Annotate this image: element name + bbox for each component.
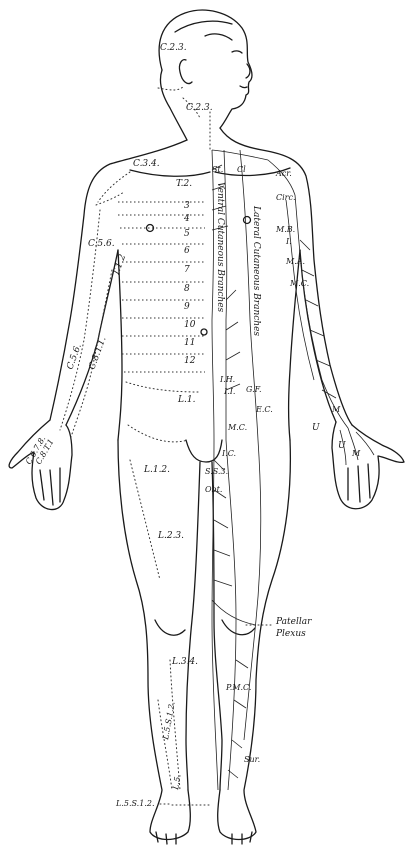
rib-number-6: 6 [184,246,190,256]
rib-number-11: 11 [184,338,195,348]
rib-number-4: 4 [183,214,190,224]
label-l23: L.2.3. [157,531,184,541]
label-l34: L.3.4. [171,657,198,667]
body-outline [8,9,405,845]
label-m2: M [351,449,361,458]
label-c34: C.3.4. [133,159,160,169]
label-c23-head: C.2.3. [160,43,187,53]
label-ic: I.C. [221,449,236,458]
label-l1: L.1. [177,395,196,405]
label-m-hand: M [331,405,341,414]
label-u1: U [312,423,320,433]
label-lateral-cutaneous: Lateral Cutaneous Branches [251,205,261,336]
label-obt: Obt. [205,485,222,494]
label-c56-arm: C.5.6. [88,239,115,249]
rib-numbers: 3 4 5 6 7 8 9 10 11 12 [183,201,196,366]
dermatome-boundaries [59,85,211,806]
label-l5: L.5. [171,774,183,792]
label-mb: M.B. [275,225,295,234]
label-mc-arm: M.C. [289,279,309,288]
label-acr: Acr. [275,169,292,178]
rib-number-9: 9 [184,302,190,312]
label-ih: I.H. [219,375,235,384]
label-ii: I.I. [223,387,235,396]
label-circ: Circ. [276,193,296,202]
label-ec: E.C. [255,405,273,414]
label-cl: Cl [237,165,246,174]
label-t2: T.2. [176,179,192,189]
label-patellar1: Patellar [275,617,312,627]
label-pmc: P.M.C. [225,683,251,692]
rib-number-12: 12 [184,356,196,366]
label-anterior-cutaneous: Ventral Cutaneous Branches [215,182,225,313]
label-i: I. [285,237,292,246]
label-ma: M.A. [285,257,305,266]
label-ss3: S.S.3. [205,467,228,476]
rib-number-10: 10 [184,320,196,330]
label-mc-thigh: M.C. [227,423,247,432]
label-gf: G.F. [246,385,262,394]
label-u2: U [338,441,346,451]
label-c56-forearm: C.5.6. [65,342,84,371]
label-l12: L.1.2. [143,465,170,475]
rib-number-7: 7 [184,265,190,275]
label-st: St. [212,165,223,174]
rib-number-8: 8 [184,284,190,294]
label-c23-neck: C.2.3. [186,103,213,113]
cutaneous-nerves [211,149,375,791]
label-patellar2: Plexus [275,629,306,639]
rib-number-5: 5 [184,229,190,239]
label-l5s12-foot: L.5.S.1.2. [115,799,155,808]
label-sur: Sur. [244,755,260,764]
rib-number-3: 3 [184,201,190,211]
label-t12: T.1.2 [111,253,128,277]
label-c8t1: C.8.T.1. [87,335,108,371]
